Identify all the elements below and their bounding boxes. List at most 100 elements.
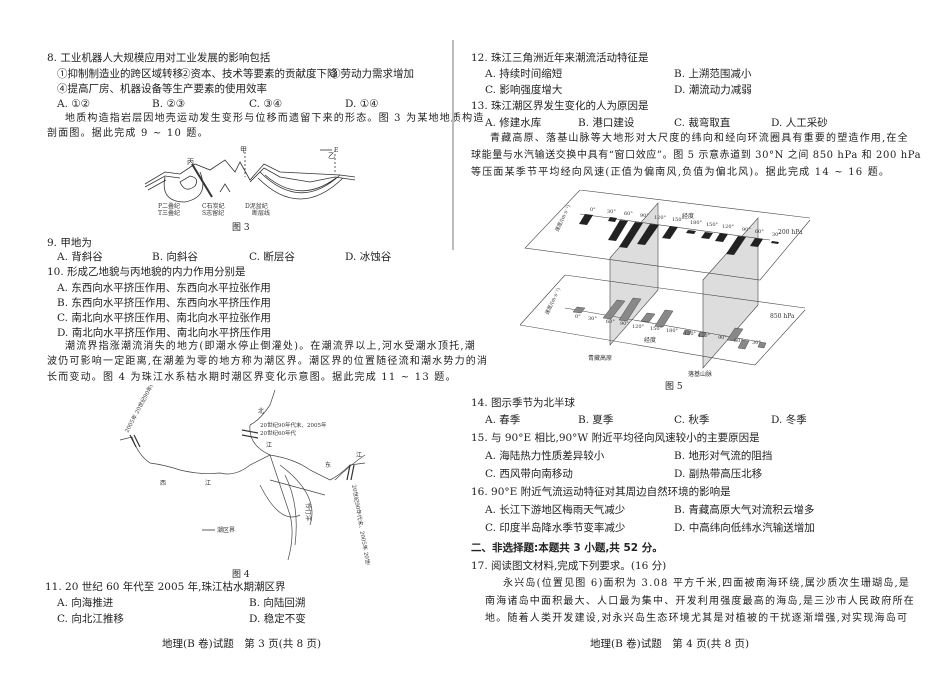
q11-option-b: B. 向陆回溯 <box>249 597 306 609</box>
legend-d: D泥盆纪 <box>245 202 268 210</box>
lower-tick: 60° <box>734 338 743 344</box>
label-jia: 甲 <box>240 146 247 154</box>
q10-option-a: A. 东西向水平挤压作用、东西向水平拉张作用 <box>57 282 271 294</box>
label-yi: 乙 <box>328 152 335 160</box>
upper-tick: 30° <box>607 209 616 215</box>
q16-option-b: B. 青藏高原大气对流积云增多 <box>674 504 815 516</box>
label-west-boundary: 2005年 20世纪90年代末 20世纪60年代 <box>123 385 177 434</box>
q17-passage-line-3: 地。随着人类开发建设,对永兴岛生态环境尤其是对植被的干扰逐渐增强,对实现海岛可 <box>485 613 909 624</box>
legend-fault: 断层线 <box>252 209 270 217</box>
legend-tidal-limit: 潮区界 <box>217 526 235 534</box>
q17-stem: 17. 阅读图文材料,完成下列要求。(16 分) <box>471 560 667 572</box>
lower-axis-title: 经度 <box>644 336 656 344</box>
label-jiang-north: 江 <box>266 442 272 449</box>
q10-option-b: B. 东西向水平挤压作用、东西向水平挤压作用 <box>57 297 271 309</box>
passage-line-2: 球能量与水汽输送交换中具有“窗口效应”。图 5 示意赤道到 30°N 之间 85… <box>471 150 922 161</box>
label-east: E <box>334 147 338 154</box>
q12-option-d: D. 潮流动力减弱 <box>674 84 752 96</box>
label-xi: 西 <box>160 480 166 487</box>
figure-5-wind-speed-planes: 200 hPa 850 hPa 经度 经度 速度/(m·s⁻¹) 速度/(m·s… <box>520 190 810 378</box>
lower-tick: 120° <box>632 324 645 330</box>
lower-tick: 90° <box>620 321 629 327</box>
q16-option-a: A. 长江下游地区梅雨天气减少 <box>485 504 626 516</box>
q14-stem: 14. 图示季节为北半球 <box>471 397 576 409</box>
q15-option-d: D. 副热带高压北移 <box>674 468 763 480</box>
passage-line-1: 青藏高原、落基山脉等大地形对大尺度的纬向和经向环流圈具有重要的塑造作用,在全 <box>490 133 909 144</box>
upper-tick: 60° <box>624 211 633 217</box>
q16-option-c: C. 印度半岛降水季节变率减少 <box>485 522 626 534</box>
upper-tick: 90° <box>640 213 649 219</box>
legend-c: C石炭纪 <box>202 202 225 210</box>
passage2-line-3: 长而变动。图 4 为珠江水系枯水期时潮区界变化示意图。据此完成 11 ~ 13 … <box>47 372 457 383</box>
label-east-boundary: 20世纪90年代末、2005年 20世纪60年代 <box>350 484 376 565</box>
q14-option-c: C. 秋季 <box>674 414 710 426</box>
q16-option-d: D. 中高纬向低纬水汽输送增加 <box>674 522 815 534</box>
figure-4-pearl-river-map: 20世纪90年代末、2005年 20世纪60年代 2005年 20世纪90年代末… <box>120 385 376 565</box>
q12-option-c: C. 影响强度增大 <box>485 84 563 96</box>
label-north-1: 20世纪90年代末、2005年 <box>260 421 327 429</box>
q12-option-b: B. 上溯范围减小 <box>674 68 752 80</box>
q14-option-d: D. 冬季 <box>771 414 807 426</box>
figure-3-geologic-section: 甲 乙 丙 E P二叠纪 T三叠纪 C石炭纪 S志留纪 D泥盆纪 断层线 <box>144 146 356 217</box>
q11-option-d: D. 稳定不变 <box>249 613 306 625</box>
upper-axis-title: 经度 <box>682 212 694 220</box>
q8-stem: 8. 工业机器人大规模应用对工业发展的影响包括 <box>47 52 271 64</box>
q15-option-b: B. 地形对气流的阻挡 <box>674 450 773 462</box>
lower-tick: 150° <box>684 331 697 337</box>
q13-option-d: D. 人工采砂 <box>771 117 828 129</box>
q10-stem: 10. 形成乙地貌与丙地貌的内力作用分别是 <box>47 266 246 278</box>
lower-tick: 30° <box>588 316 597 322</box>
q8-item-4: ④提高厂房、机器设备等生产要素的使用效率 <box>57 83 267 95</box>
legend-s: S志留纪 <box>202 209 224 217</box>
q11-option-c: C. 向北江推移 <box>57 613 124 625</box>
lower-tick: 90° <box>718 335 727 341</box>
q10-option-d: D. 南北向水平挤压作用、南北向水平挤压作用 <box>57 327 272 339</box>
label-tibetan-plateau: 青藏高原 <box>588 354 612 362</box>
q15-option-a: A. 海陆热力性质差异较小 <box>485 450 605 462</box>
passage-line-3: 等压面某季节平均经向风速(正值为偏南风,负值为偏北风)。据此完成 14 ~ 16… <box>471 167 891 178</box>
figure-5-caption: 图 5 <box>665 382 683 392</box>
lower-tick: 60° <box>606 319 615 325</box>
label-jiang-west: 江 <box>205 480 211 487</box>
q15-option-c: C. 西风带向南移动 <box>485 468 573 480</box>
q13-option-b: B. 港口建设 <box>578 117 635 129</box>
upper-tick: 30° <box>772 232 781 238</box>
upper-tick: 0° <box>590 207 596 213</box>
q13-option-c: C. 裁弯取直 <box>674 117 731 129</box>
q8-option-b: B. ②③ <box>152 98 186 110</box>
q8-item-2: ②资本、技术等要素的贡献度下降 <box>180 68 338 80</box>
q10-option-c: C. 南北向水平挤压作用、南北向水平拉张作用 <box>57 312 271 324</box>
q14-option-a: A. 春季 <box>485 414 521 426</box>
page-4-footer: 地理(B 卷)试题 第 4 页(共 8 页) <box>590 638 750 650</box>
upper-tick: 120° <box>722 224 735 230</box>
passage2-line-1: 潮流界指涨潮流消失的地方(即潮水停止倒灌处)。在潮流界以上,河水受潮水顶托,潮 <box>65 341 476 352</box>
q17-passage-line-1: 永兴岛(位置见图 6)面积为 3.08 平方千米,四面被南海环绕,属沙质次生珊瑚… <box>503 578 911 589</box>
lower-tick: 150° <box>650 326 663 332</box>
q9-option-d: D. 冰蚀谷 <box>345 251 392 263</box>
q17-passage-line-2: 南海诸岛中面积最大、人口最为集中、开发利用强度最高的海岛,是三沙市人民政府所在 <box>485 596 915 607</box>
passage1-line-1: 地质构造指岩层因地壳运动发生变形与位移而遗留下来的形态。图 3 为某地地质构造 <box>65 113 485 124</box>
upper-tick: 180° <box>690 220 703 226</box>
page-divider <box>452 40 454 250</box>
label-bei: 北 <box>258 407 264 415</box>
q16-stem: 16. 90°E 附近气流运动特征对其周边自然环境的影响是 <box>471 486 731 498</box>
q11-stem: 11. 20 世纪 60 年代至 2005 年,珠江枯水期潮区界 <box>45 581 286 593</box>
upper-tick: 60° <box>755 229 764 235</box>
upper-tick: 120° <box>654 215 667 221</box>
legend-p: P二叠纪 <box>158 202 180 210</box>
figure-3-caption: 图 3 <box>232 223 250 233</box>
upper-tick: 150° <box>706 222 719 228</box>
legend-t: T三叠纪 <box>158 209 180 217</box>
q11-option-a: A. 向海推进 <box>57 597 114 609</box>
q15-stem: 15. 与 90°E 相比,90°W 附近平均径向风速较小的主要原因是 <box>471 432 760 444</box>
q12-stem: 12. 珠江三角洲近年来潮流活动特征是 <box>471 52 649 64</box>
figure-4-caption: 图 4 <box>232 570 250 580</box>
label-rocky-mountains: 落基山脉 <box>688 370 712 378</box>
q8-option-c: C. ③④ <box>249 98 283 110</box>
lower-tick: 120° <box>698 333 711 339</box>
label-200hpa: 200 hPa <box>778 229 803 236</box>
q8-option-a: A. ①② <box>57 98 91 110</box>
q13-option-a: A. 修建水库 <box>485 117 542 129</box>
lower-y-label: 速度/(m·s⁻¹) <box>543 286 562 315</box>
label-bing: 丙 <box>187 158 194 166</box>
